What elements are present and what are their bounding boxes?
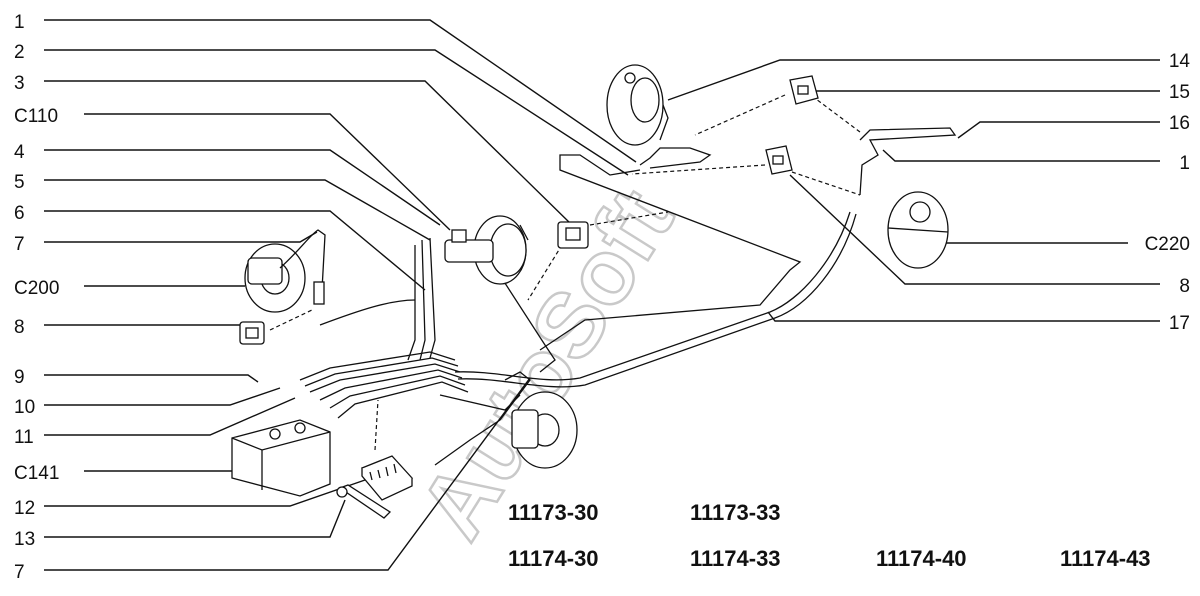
callout-1: 1: [14, 12, 25, 33]
callout-c200: C200: [14, 278, 59, 299]
disc-brake-caliper-icon: [244, 229, 326, 313]
callout-9: 9: [14, 367, 25, 388]
brake-master-cylinder-icon: [444, 215, 529, 285]
callout-6: 6: [14, 203, 25, 224]
abs-hydraulic-unit-icon: [231, 419, 331, 497]
model-code: 11173-30: [508, 500, 599, 525]
wiring-connector-icon: [239, 321, 265, 345]
callout-8: 8: [14, 317, 25, 338]
callout-c110: C110: [14, 106, 58, 127]
callout-3: 3: [14, 73, 25, 94]
front-right-brake-icon: [511, 391, 578, 469]
rear-drum-brake-icon: [887, 191, 949, 269]
callout-c220: C220: [1145, 234, 1190, 255]
model-code: 11174-40: [876, 546, 967, 571]
callout-1b: 1: [1179, 153, 1190, 174]
model-code: 11174-30: [508, 546, 599, 571]
callout-7: 7: [14, 234, 25, 255]
callout-13: 13: [14, 529, 35, 550]
callout-12: 12: [14, 498, 35, 519]
callout-2: 2: [14, 42, 25, 63]
callout-15: 15: [1169, 82, 1190, 103]
leader-lines: [44, 19, 1160, 571]
model-code: 11174-43: [1060, 546, 1151, 571]
connector-15-icon: [789, 75, 819, 105]
bracket-icon: [336, 484, 392, 519]
rear-left-drum-icon: [606, 64, 664, 146]
model-code: 11173-33: [690, 500, 781, 525]
connector-8-right-icon: [765, 145, 793, 175]
watermark: AutoSoft: [400, 172, 692, 555]
callout-11: 11: [14, 427, 34, 448]
callout-16: 16: [1169, 113, 1190, 134]
model-code: 11174-33: [690, 546, 781, 571]
callout-17: 17: [1169, 313, 1190, 334]
connector-block-icon: [360, 455, 414, 501]
central-connector-icon: [557, 221, 589, 249]
callout-8b: 8: [1179, 276, 1190, 297]
assembly-arrows: [269, 94, 861, 451]
brake-pipes: [299, 91, 957, 466]
left-callouts: 1 2 3 C110 4 5 6 7 C200 8 9 10 11 C141 1…: [14, 12, 59, 583]
right-callouts: 14 15 16 1 C220 8 17: [1145, 51, 1191, 334]
callout-5: 5: [14, 172, 25, 193]
callout-4: 4: [14, 142, 25, 163]
callout-14: 14: [1169, 51, 1191, 72]
callout-c141: C141: [14, 463, 59, 484]
model-codes: 11173-30 11173-33 11174-30 11174-33 1117…: [508, 500, 1151, 571]
callout-7b: 7: [14, 562, 25, 583]
callout-10: 10: [14, 397, 35, 418]
